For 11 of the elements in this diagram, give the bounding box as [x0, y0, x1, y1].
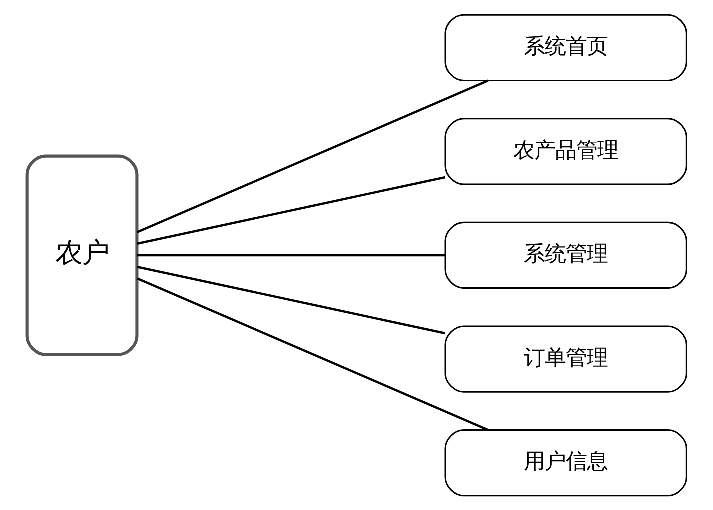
node-box: 订单管理 [444, 325, 687, 392]
node-box: 用户信息 [444, 429, 687, 496]
node-box: 系统首页 [444, 14, 687, 81]
node-box: 系统管理 [444, 221, 687, 289]
connector [136, 79, 488, 233]
node-box: 农户 [25, 154, 138, 356]
connector [136, 265, 446, 334]
node-box: 农产品管理 [444, 118, 687, 185]
connector [136, 277, 488, 431]
connector [137, 254, 445, 256]
connector [136, 176, 446, 245]
